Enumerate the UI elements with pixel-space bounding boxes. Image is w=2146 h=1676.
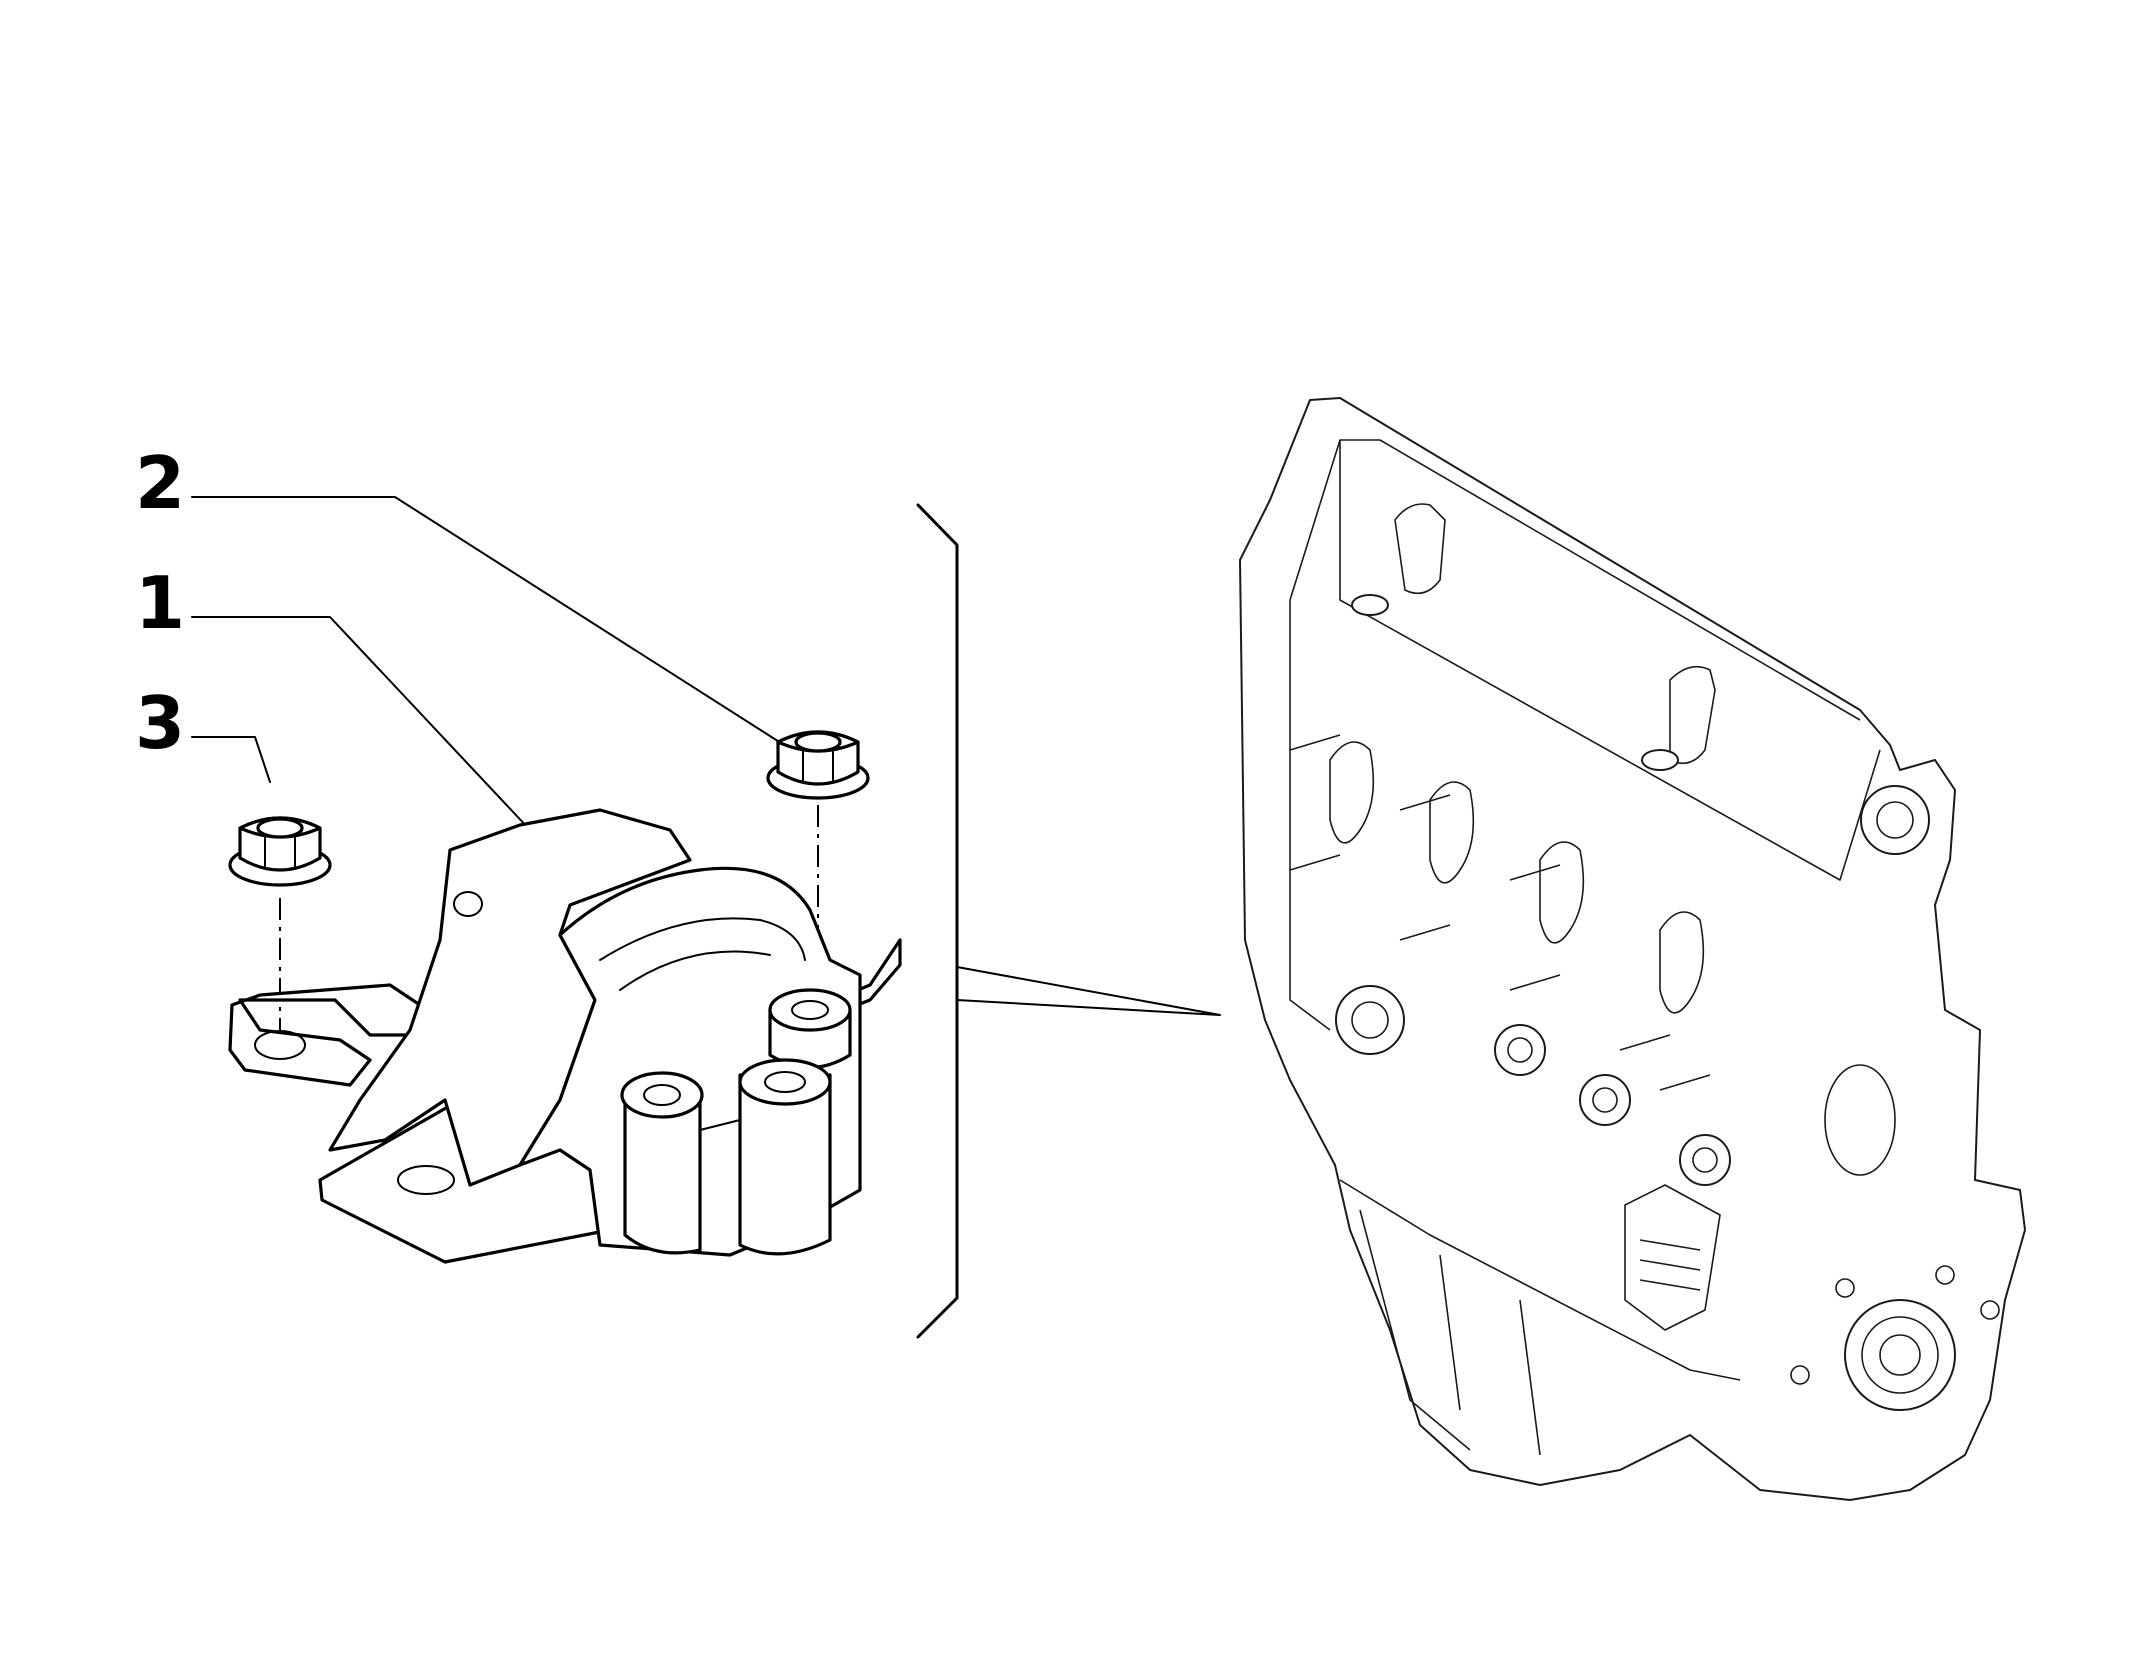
leader-line-3 [191, 736, 271, 783]
leader-line-2 [191, 496, 796, 753]
callout-number-3: 3 [135, 681, 185, 765]
flange-nut-2 [766, 730, 870, 800]
flange-nut-3 [228, 816, 332, 887]
engine-mount-bracket [228, 808, 902, 1264]
assembly-bracket [916, 503, 1221, 1339]
leader-line-1 [191, 616, 531, 831]
callout-number-1: 1 [135, 561, 185, 645]
callout-number-2: 2 [135, 441, 185, 525]
engine-block-illustration [1239, 397, 2026, 1501]
